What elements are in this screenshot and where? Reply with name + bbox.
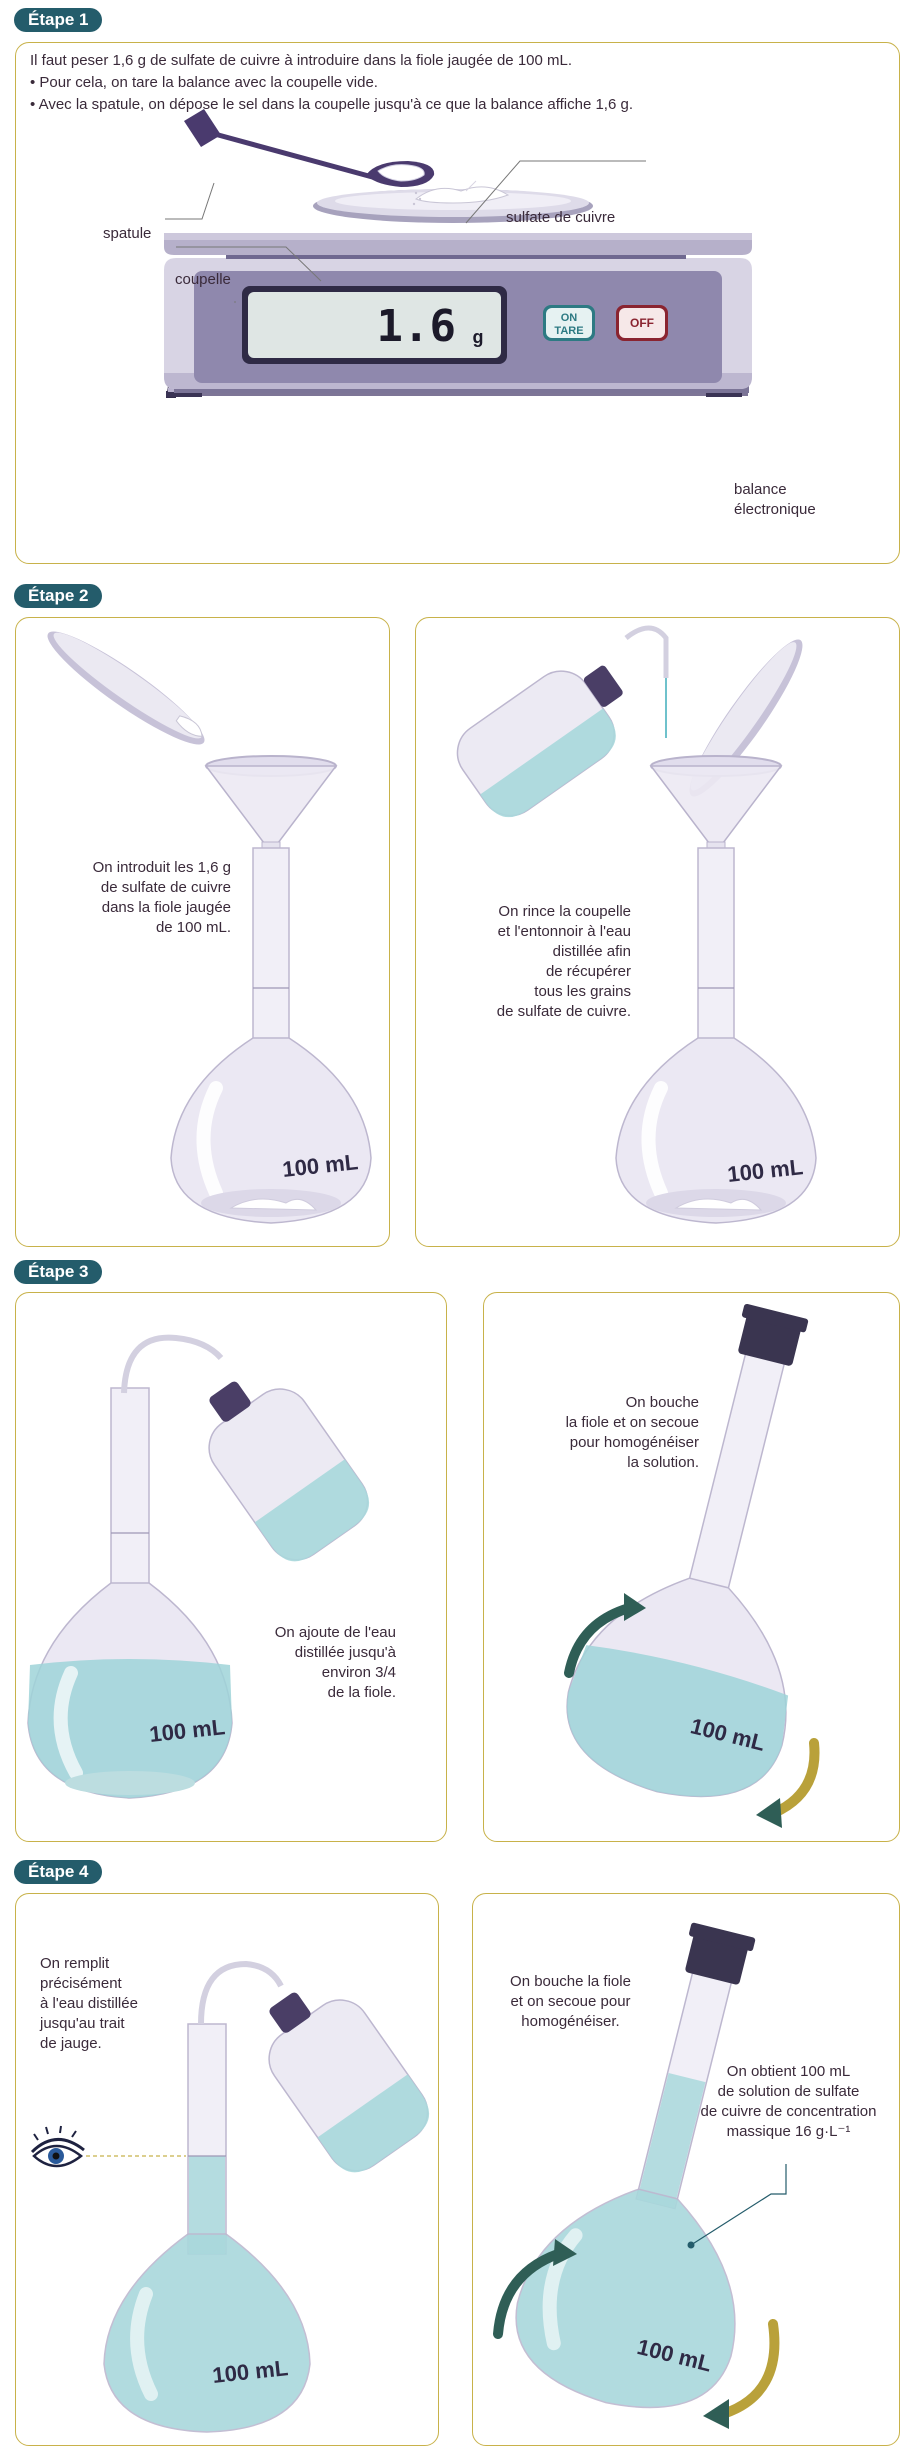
display-unit: g — [473, 327, 484, 347]
step-2-right-panel: 100 mL On rince la coupelle et l'entonno… — [415, 617, 900, 1247]
step-4-left-illustration: 100 mL — [30, 1960, 430, 2433]
step-2-right-illustration: 100 mL — [456, 625, 817, 1224]
label-electronique: électronique — [734, 501, 816, 518]
step-1-line-1: Il faut peser 1,6 g de sulfate de cuivre… — [30, 52, 573, 69]
step-1-line-3: • Avec la spatule, on dépose le sel dans… — [30, 96, 633, 113]
label-coupelle: coupelle — [175, 271, 231, 288]
eye-icon — [30, 2125, 85, 2168]
tare-button-label[interactable]: TARE — [554, 325, 583, 337]
step-3-left-panel: 100 mL On ajoute de l'eau distillée jusq… — [15, 1292, 447, 1842]
step-4-right-text-1: On bouche la fiole et on secoue pour hom… — [510, 1973, 631, 2030]
step-2-right-text: On rince la coupelle et l'entonnoir à l'… — [496, 903, 631, 1020]
step-4-right-illustration: 100 mL — [493, 1922, 787, 2429]
step-2-left-panel: 100 mL On introduit les 1,6 g de sulfate… — [15, 617, 390, 1247]
step-4-right-text-2: On obtient 100 mL de solution de sulfate… — [700, 2063, 877, 2140]
step-1-panel: 1.6 g ON TARE OFF Il fau — [15, 42, 900, 564]
step-1-line-2: • Pour cela, on tare la balance avec la … — [30, 74, 378, 91]
step-3-right-text: On bouche la fiole et on secoue pour hom… — [565, 1394, 699, 1471]
step-2-tag: Étape 2 — [14, 584, 103, 608]
step-4-tag: Étape 4 — [14, 1860, 103, 1884]
step-3-left-illustration: 100 mL — [27, 1334, 370, 1799]
step-3-left-text: On ajoute de l'eau distillée jusqu'à env… — [274, 1624, 396, 1701]
step-1-illustration: 1.6 g ON TARE OFF — [164, 109, 752, 398]
step-2-left-illustration: 100 mL — [47, 631, 372, 1224]
step-2-left-text: On introduit les 1,6 g de sulfate de cui… — [92, 859, 231, 936]
display-value: 1.6 — [377, 301, 456, 352]
step-3-tag: Étape 3 — [14, 1260, 103, 1284]
off-button-label[interactable]: OFF — [630, 316, 654, 330]
step-1-tag: Étape 1 — [14, 8, 103, 32]
step-3-right-illustration: 100 mL — [564, 1303, 820, 1828]
label-spatule: spatule — [103, 225, 152, 242]
label-balance: balance — [734, 481, 787, 498]
step-3-right-panel: 100 mL On bouche la fiole et on secoue p… — [483, 1292, 900, 1842]
on-button-label[interactable]: ON — [561, 312, 578, 324]
label-sulfate-de-cuivre: sulfate de cuivre — [506, 209, 616, 226]
step-4-right-panel: 100 mL On bouche la fiole et on secoue p… — [472, 1893, 900, 2446]
step-4-left-text: On remplit précisément à l'eau distillée… — [40, 1955, 138, 2052]
step-4-left-panel: 100 mL On remplit précisément à l'eau di… — [15, 1893, 439, 2446]
